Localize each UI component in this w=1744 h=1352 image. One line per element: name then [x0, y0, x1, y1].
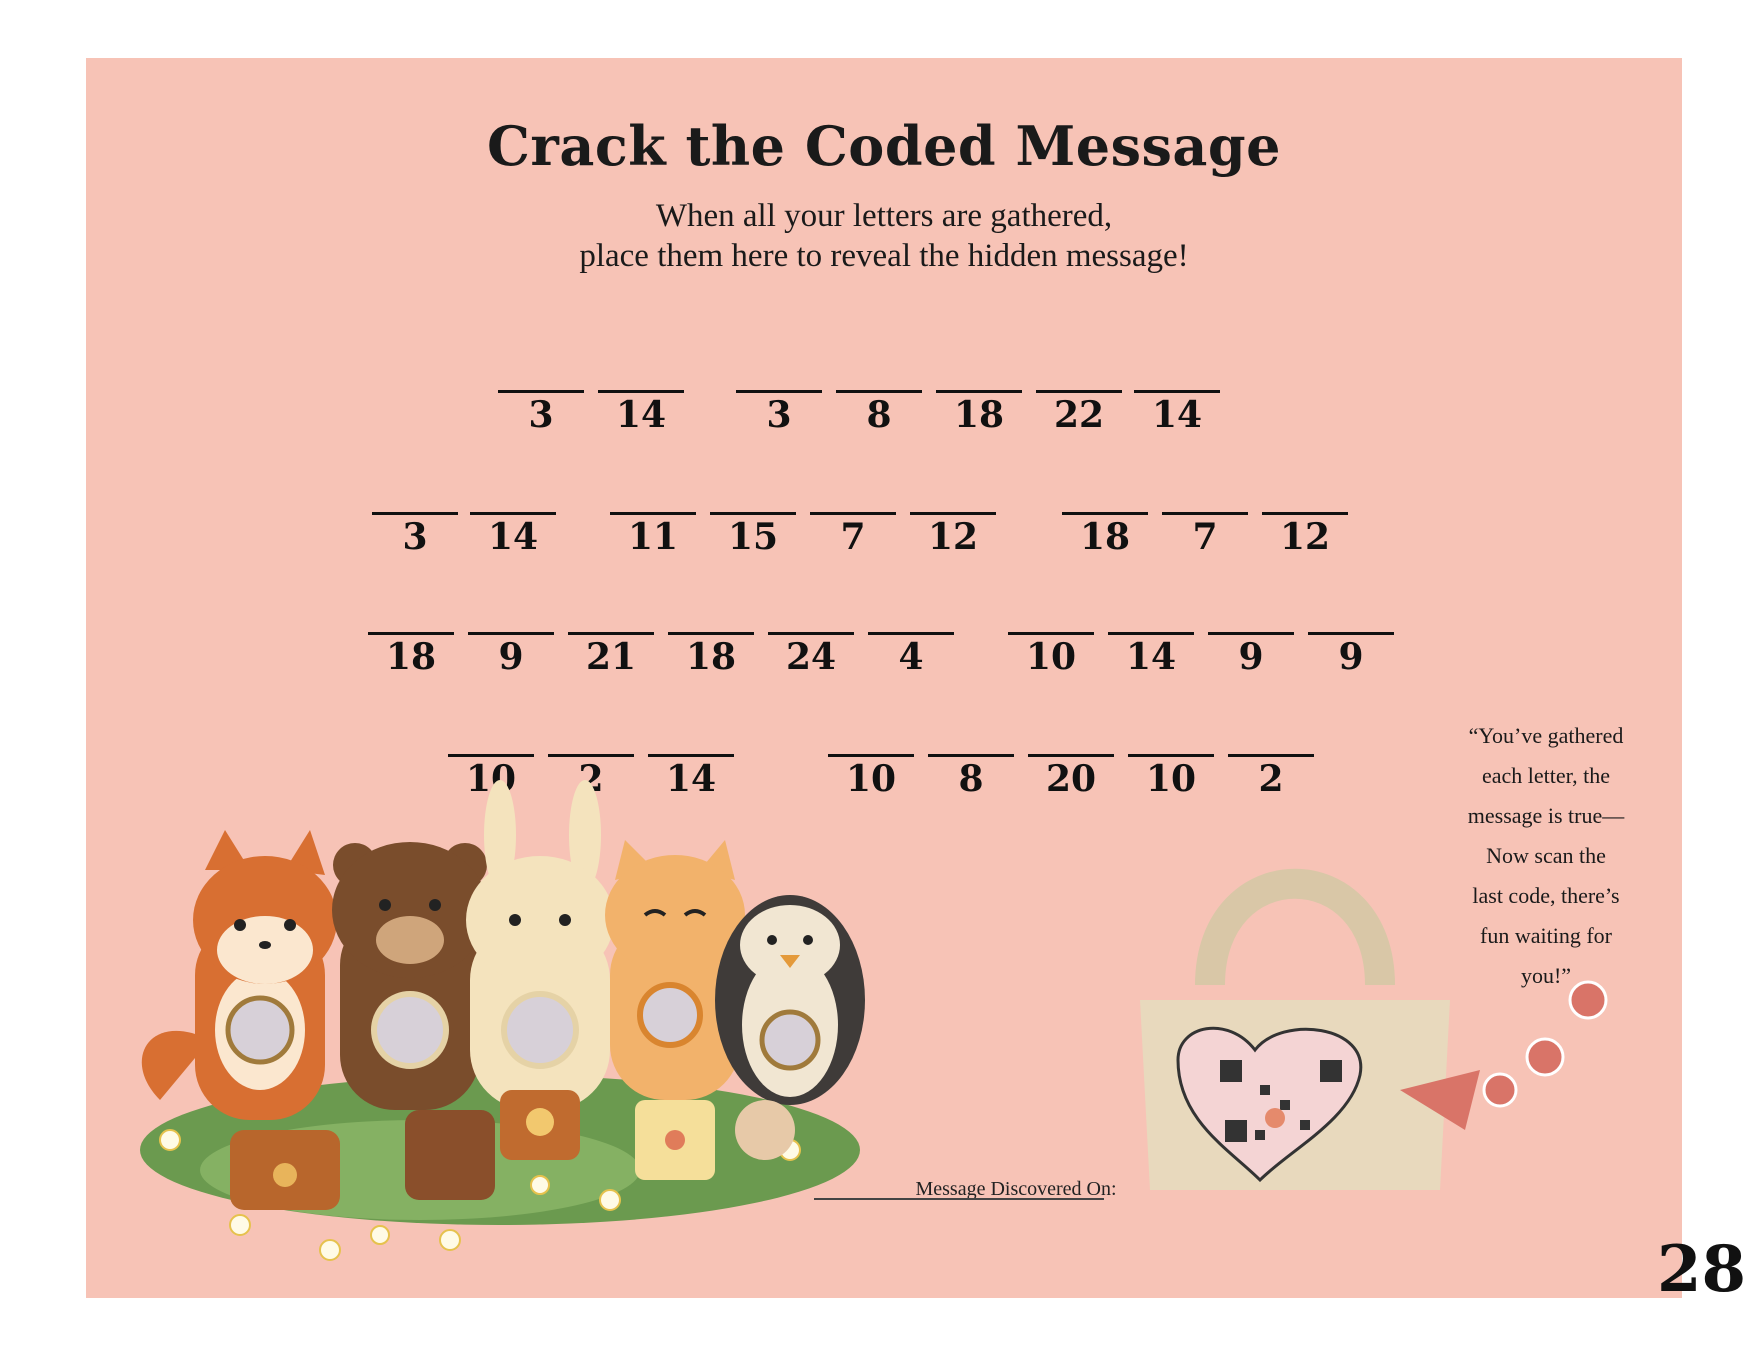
cat-illustration: [605, 840, 745, 1100]
code-slot[interactable]: 2: [1228, 754, 1314, 797]
code-slot[interactable]: 10: [828, 754, 914, 797]
code-slot[interactable]: 14: [1134, 390, 1220, 433]
subtitle-line-1: When all your letters are gathered,: [655, 198, 1113, 234]
code-slot[interactable]: 15: [710, 512, 796, 555]
subtitle-line-2: place them here to reveal the hidden mes…: [579, 238, 1189, 274]
bunny-illustration: [466, 780, 614, 1110]
code-slot[interactable]: 18: [1062, 512, 1148, 555]
quote-line: Now scan the: [1486, 843, 1606, 868]
page-title: Crack the Coded Message: [486, 114, 1282, 178]
message-discovered-label: Message Discovered On:: [915, 1178, 1117, 1200]
quote-line: message is true—: [1467, 803, 1625, 828]
code-slot[interactable]: 18: [936, 390, 1022, 433]
code-slot[interactable]: 12: [1262, 512, 1348, 555]
code-slot[interactable]: 22: [1036, 390, 1122, 433]
code-slot[interactable]: 14: [598, 390, 684, 433]
code-slot[interactable]: 24: [768, 632, 854, 675]
quote-text: “You’ve gathered each letter, the messag…: [1436, 716, 1656, 996]
code-slot[interactable]: 10: [1128, 754, 1214, 797]
code-slot[interactable]: 10: [1008, 632, 1094, 675]
code-slot[interactable]: 9: [468, 632, 554, 675]
thought-bubble-dots: [1400, 980, 1608, 1130]
quote-line: last code, there’s: [1472, 883, 1620, 908]
code-slot[interactable]: 18: [668, 632, 754, 675]
code-slot[interactable]: 14: [1108, 632, 1194, 675]
code-slot[interactable]: 4: [868, 632, 954, 675]
backpacks-illustration: [230, 1090, 795, 1210]
quote-line: “You’ve gathered: [1468, 723, 1624, 748]
code-slot[interactable]: 14: [470, 512, 556, 555]
quote-line: each letter, the: [1482, 763, 1610, 788]
code-slot[interactable]: 9: [1208, 632, 1294, 675]
code-slot[interactable]: 3: [498, 390, 584, 433]
code-slot[interactable]: 8: [836, 390, 922, 433]
code-slot[interactable]: 12: [910, 512, 996, 555]
page-number: 28: [1656, 1232, 1744, 1307]
code-slot[interactable]: 7: [1162, 512, 1248, 555]
bear-illustration: [332, 842, 488, 1110]
code-slot[interactable]: 3: [372, 512, 458, 555]
code-slot[interactable]: 20: [1028, 754, 1114, 797]
date-signature-line[interactable]: [814, 1198, 1104, 1200]
code-slot[interactable]: 11: [610, 512, 696, 555]
quote-line: fun waiting for: [1480, 923, 1612, 948]
code-slot[interactable]: 18: [368, 632, 454, 675]
penguin-illustration: [715, 895, 865, 1105]
tote-bag-icon: [1140, 868, 1450, 1190]
code-slot[interactable]: 9: [1308, 632, 1394, 675]
code-slot[interactable]: 21: [568, 632, 654, 675]
code-slot[interactable]: 8: [928, 754, 1014, 797]
fox-illustration: [141, 830, 337, 1120]
code-slot[interactable]: 14: [648, 754, 734, 797]
quote-line: you!”: [1520, 963, 1572, 988]
code-slot[interactable]: 7: [810, 512, 896, 555]
code-slot[interactable]: 3: [736, 390, 822, 433]
